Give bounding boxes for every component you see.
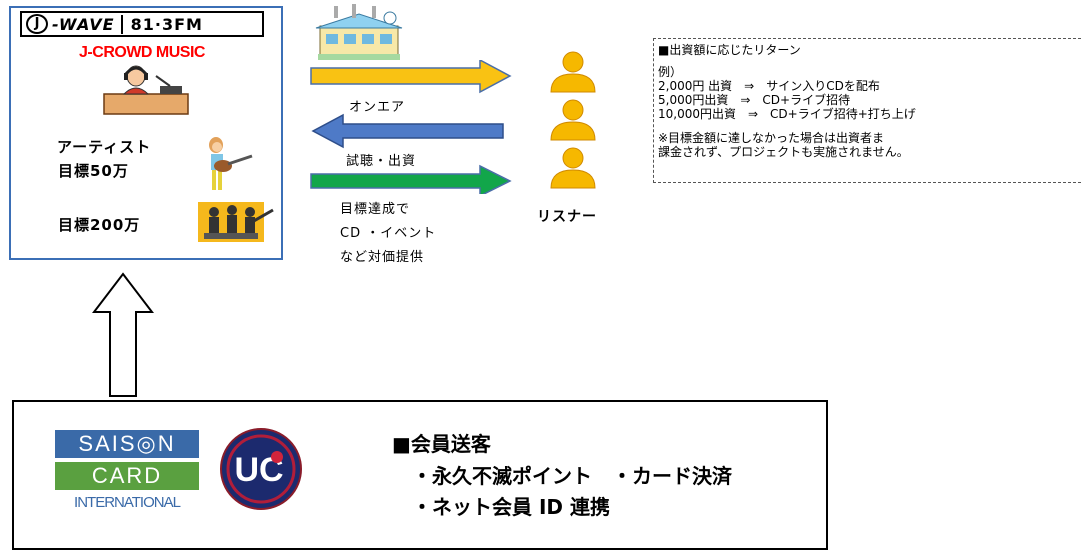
radio-station-logo: J -WAVE 81·3FM xyxy=(20,11,264,37)
saison-line2: CARD xyxy=(55,462,199,490)
band-icon xyxy=(198,202,274,242)
onair-arrow xyxy=(310,60,512,94)
card-heading: ■会員送客 xyxy=(392,432,491,456)
card-bullet-2: ・ネット会員 ID 連携 xyxy=(412,495,610,519)
listen-invest-label: 試聴・出資 xyxy=(346,154,417,169)
returns-row-2: 5,000円出資 ⇒ CD+ライブ招待 xyxy=(658,93,851,107)
saison-line1: SAIS◎N xyxy=(55,430,199,458)
listener-label: リスナー xyxy=(537,209,597,225)
reward-label-line1: 目標達成で xyxy=(340,202,411,217)
program-title: J-CROWD MUSIC xyxy=(79,44,205,61)
logo-wave-text: -WAVE xyxy=(50,14,123,34)
returns-row-1: 2,000円 出資 ⇒ サイン入りCDを配布 xyxy=(658,79,880,93)
radio-station-building-icon xyxy=(315,4,403,60)
saison-card-logo: SAIS◎N CARD INTERNATIONAL xyxy=(55,430,199,516)
returns-note-line1: ※目標金額に達しなかった場合は出資者ま xyxy=(658,131,885,145)
returns-row-3: 10,000円出資 ⇒ CD+ライブ招待+打ち上げ xyxy=(658,107,916,121)
returns-heading: ■出資額に応じたリターン xyxy=(658,43,801,57)
returns-note-line2: 課金されず、プロジェクトも実施されません。 xyxy=(658,145,909,159)
return-notes-box: ■出資額に応じたリターン 例） 2,000円 出資 ⇒ サイン入りCDを配布 5… xyxy=(653,38,1081,183)
reward-arrow xyxy=(310,164,512,194)
card-bullet-1: ・永久不滅ポイント ・カード決済 xyxy=(412,464,732,488)
uc-card-logo: UC xyxy=(220,428,302,510)
reward-label-line3: など対価提供 xyxy=(340,250,425,265)
logo-j-mark: J xyxy=(26,14,48,34)
reward-label-line2: CD ・イベント xyxy=(340,226,437,241)
listener-icons xyxy=(550,51,596,189)
logo-frequency: 81·3FM xyxy=(130,14,203,34)
onair-label: オンエア xyxy=(349,100,406,115)
listen-invest-arrow xyxy=(311,113,504,149)
dj-booth-icon xyxy=(103,65,189,115)
returns-example-label: 例） xyxy=(658,65,683,79)
goal-2: 目標200万 xyxy=(58,216,141,234)
up-arrow-icon xyxy=(92,272,154,397)
flow-arrows xyxy=(310,60,512,194)
goal-1: 目標50万 xyxy=(58,162,129,180)
artist-label: アーティスト xyxy=(57,138,152,156)
guitarist-icon xyxy=(209,137,253,190)
saison-line3: INTERNATIONAL xyxy=(55,492,199,514)
